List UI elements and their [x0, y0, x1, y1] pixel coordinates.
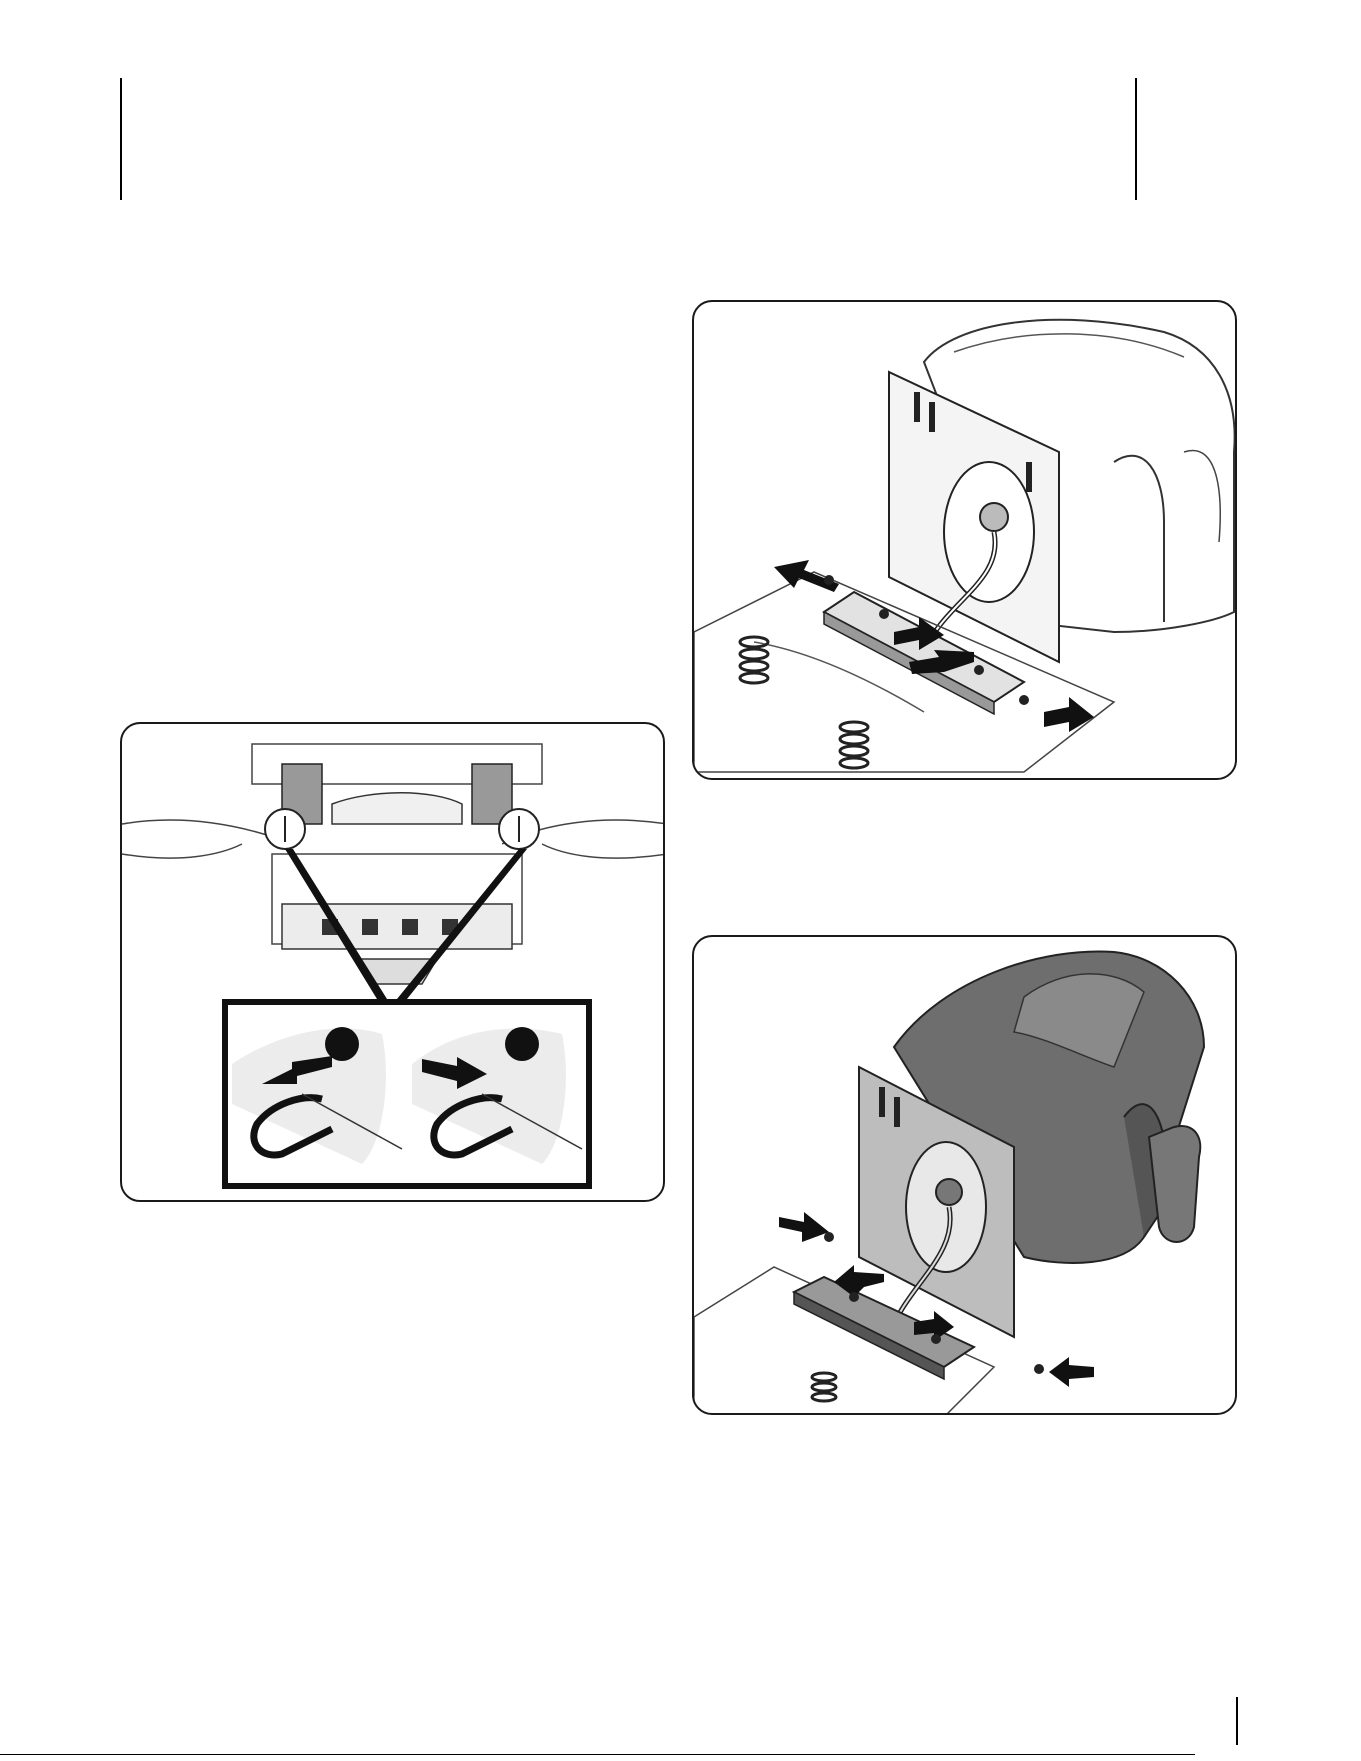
- seat-bracket-diagram-icon: [694, 302, 1237, 780]
- header-rule-left: [120, 78, 122, 200]
- header-rule-right: [1135, 78, 1137, 200]
- figure-hook-release: [120, 722, 665, 1202]
- footer-rule-bottom: [0, 1754, 1195, 1755]
- seat-bracket-diagram-icon: [694, 937, 1237, 1415]
- figure-seat-bracket-removal: [692, 300, 1237, 780]
- hook-diagram-icon: [122, 724, 665, 1202]
- figure-seat-bracket-install: [692, 935, 1237, 1415]
- footer-rule-vertical: [1236, 1697, 1238, 1745]
